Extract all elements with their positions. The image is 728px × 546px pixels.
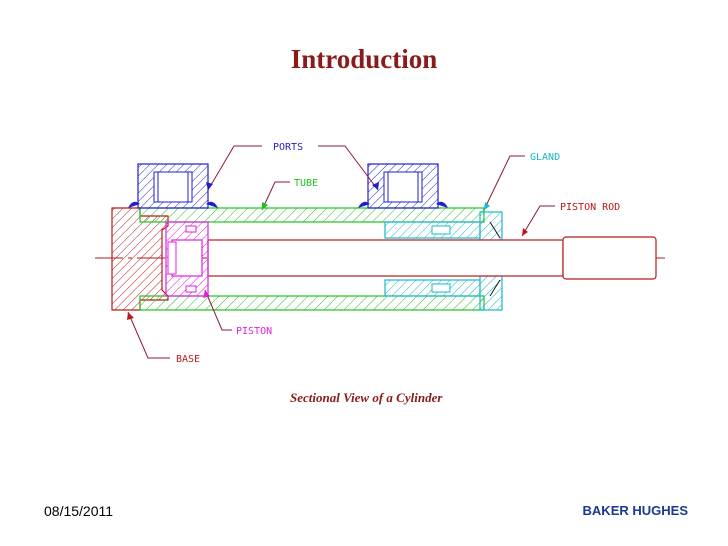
footer-company: BAKER HUGHES [582,503,688,518]
label-gland: GLAND [530,152,560,163]
label-tube: TUBE [294,178,318,189]
port-right [358,163,448,209]
port-left [128,163,218,209]
piston-rod-part [207,236,657,280]
leader-lines [127,145,555,359]
label-base: BASE [176,354,200,365]
label-piston: PISTON [236,326,272,337]
slide-title: Introduction [290,44,438,74]
leader-arrows [127,182,528,320]
footer-date: 08/15/2011 [44,503,114,519]
piston-part [165,221,209,297]
gland-part [384,211,503,311]
base-part [111,207,169,311]
figure-caption: Sectional View of a Cylinder [290,390,443,405]
label-ports: PORTS [273,142,303,153]
label-piston-rod: PISTON ROD [560,202,620,213]
